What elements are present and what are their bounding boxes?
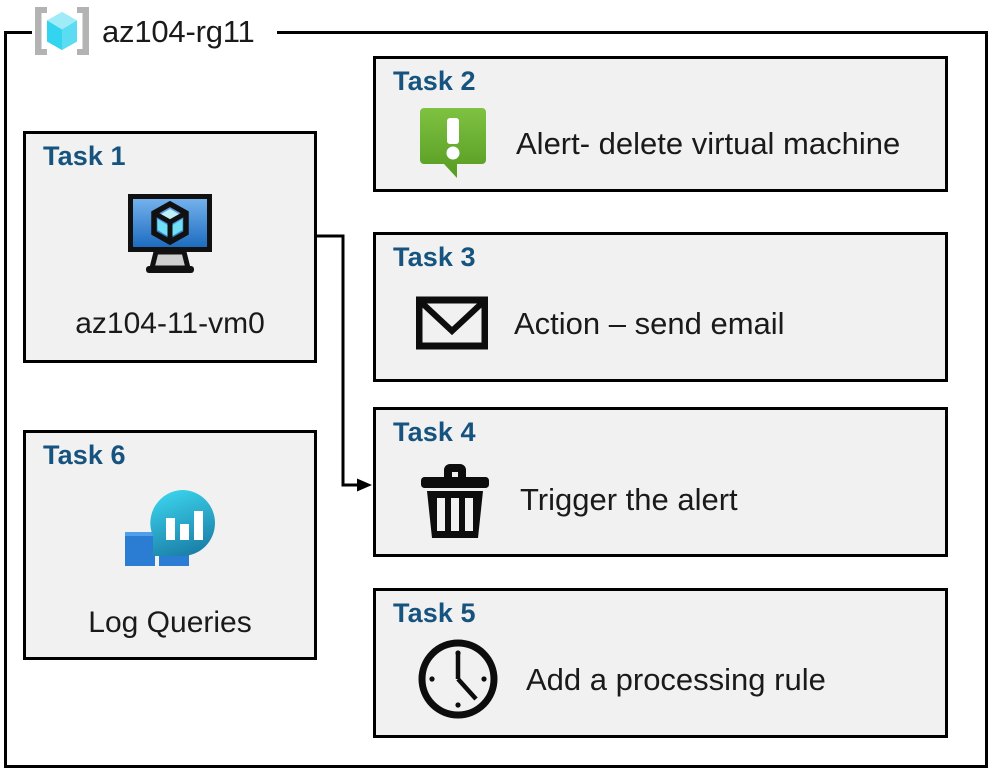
task3-card[interactable]: Task 3 Action – send email	[373, 232, 948, 382]
task6-caption: Log Queries	[88, 606, 252, 639]
task5-card[interactable]: Task 5 Add a processing rule	[373, 588, 948, 738]
container-border-top-left	[4, 31, 37, 34]
task5-row: Add a processing rule	[416, 637, 935, 721]
task2-caption: Alert- delete virtual machine	[516, 125, 901, 161]
container-border-top-right	[277, 31, 988, 34]
task6-title: Task 6	[43, 440, 126, 470]
task3-caption: Action – send email	[514, 305, 785, 341]
container-border-right	[985, 31, 988, 768]
resource-group-header: az104-rg11	[32, 0, 263, 62]
envelope-icon	[416, 296, 488, 350]
resource-group-container	[4, 31, 988, 768]
task2-card[interactable]: Task 2 Alert- delete virtual machine	[373, 56, 948, 192]
task5-title: Task 5	[393, 598, 476, 628]
task1-title: Task 1	[43, 141, 126, 171]
task2-row: Alert- delete virtual machine	[416, 106, 935, 180]
clock-icon	[418, 639, 498, 719]
virtual-machine-icon	[128, 194, 212, 273]
log-analytics-icon	[125, 490, 215, 566]
task5-caption: Add a processing rule	[526, 661, 826, 697]
alert-callout-icon	[420, 108, 486, 178]
container-border-left	[4, 31, 7, 768]
task6-card[interactable]: Task 6 Log Queries	[23, 430, 317, 660]
task4-row: Trigger the alert	[416, 458, 935, 540]
task1-caption: az104-11-vm0	[75, 307, 265, 340]
resource-group-label: az104-rg11	[102, 13, 255, 49]
trash-can-icon	[421, 464, 489, 538]
task3-row: Action – send email	[416, 287, 935, 359]
task1-card[interactable]: Task 1 az104-11-vm0	[23, 131, 317, 363]
container-border-bottom	[4, 765, 988, 768]
task4-card[interactable]: Task 4 Trigger the alert	[373, 407, 948, 557]
task4-caption: Trigger the alert	[520, 481, 738, 517]
task3-title: Task 3	[393, 242, 476, 272]
azure-resource-group-icon	[35, 7, 89, 55]
task2-title: Task 2	[393, 66, 476, 96]
task4-title: Task 4	[393, 417, 476, 447]
